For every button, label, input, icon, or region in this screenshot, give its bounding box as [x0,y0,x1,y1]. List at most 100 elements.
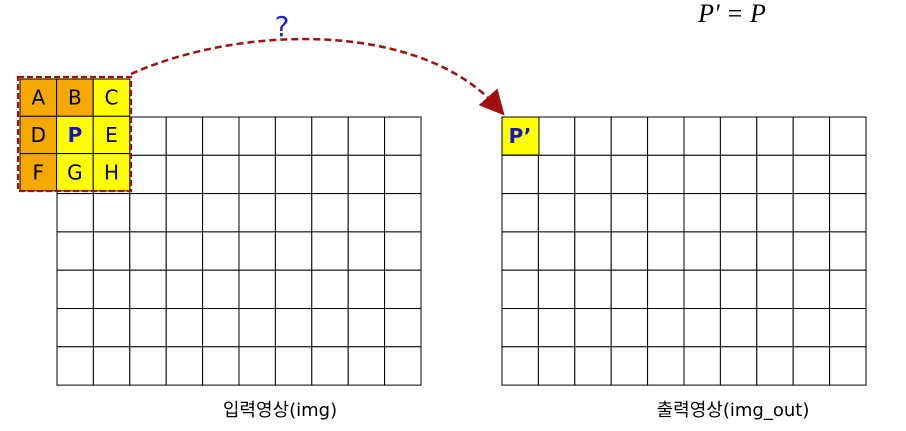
output-grid-cell [647,346,685,386]
kernel-cell [56,78,94,117]
kernel-label: A [31,86,45,110]
input-grid-cell [92,269,131,310]
input-grid-cell [129,116,167,156]
output-grid-cell [610,346,649,386]
kernel-center-label: P [68,123,83,147]
kernel-label: C [105,86,119,110]
output-grid-cell [683,308,721,348]
output-grid-cell [829,269,867,310]
output-grid-cell [537,231,576,271]
input-grid-cell [165,116,204,156]
output-grid-cell [537,308,576,348]
output-grid-cell [792,154,831,195]
output-pixel-cell [501,116,540,156]
output-grid-cell [537,154,576,195]
input-grid-cell [165,193,204,233]
output-grid-cell [829,154,867,195]
input-grid-cell [274,116,313,156]
output-grid-cell [829,346,867,386]
input-grid-cell [92,231,131,271]
output-grid-cell [792,346,831,386]
output-grid-cell [719,346,758,386]
input-grid-cell [311,193,349,233]
input-grid-cell [274,193,313,233]
kernel-label: B [68,86,82,110]
output-grid-cell [537,193,576,233]
output-grid-cell [501,346,539,386]
input-grid-cell [202,193,240,233]
input-grid-cell [129,193,167,233]
output-grid-cell [683,231,721,271]
output-grid-cell [719,269,758,310]
output-pixel-label: P’ [509,124,532,148]
kernel-cell [92,153,131,192]
input-grid-cell [274,269,313,310]
input-grid-cell [165,231,204,271]
output-grid-cell [683,154,721,195]
output-grid-cell [647,269,685,310]
output-grid-cell [792,269,831,310]
output-grid-cell [501,231,539,271]
output-grid-cell [829,193,867,233]
input-grid-cell [129,269,167,310]
mapping-arrow [130,37,505,116]
input-grid-cell [202,154,240,195]
kernel-label: D [31,123,46,147]
kernel-label: H [104,160,119,184]
output-grid-cell [683,269,721,310]
input-grid-cell [384,193,422,233]
output-grid-cell [647,154,685,195]
kernel-dashed-outline [16,75,133,193]
kernel-label: G [67,160,83,184]
output-grid-cell [792,308,831,348]
output-grid-cell [683,346,721,386]
kernel-cell [92,78,131,117]
input-grid-cell [129,308,167,348]
input-grid-cell [92,193,131,233]
input-grid-cell [238,231,276,271]
output-grid-cell [792,116,831,156]
input-grid-cell [347,308,386,348]
input-grid-cell [238,308,276,348]
question-mark: ? [275,10,290,43]
input-grid-cell [311,346,349,386]
input-caption: 입력영상(img) [223,400,337,421]
input-grid-cell [347,231,386,271]
kernel-cell [19,115,58,155]
kernel-cell [92,115,131,155]
input-grid-cell [238,154,276,195]
output-grid-cell [756,231,794,271]
input-grid-cell [129,231,167,271]
output-grid-cell [537,269,576,310]
output-grid-cell [574,308,612,348]
input-grid-cell [202,308,240,348]
input-grid-cell [56,231,94,271]
output-grid-cell [647,116,685,156]
input-grid-cell [347,193,386,233]
kernel-label: F [33,160,45,184]
input-grid-cell [56,308,94,348]
input-grid-cell [202,231,240,271]
kernel-cell [56,153,94,192]
output-grid-cell [574,231,612,271]
input-grid-cell [311,269,349,310]
input-grid-cell [384,269,422,310]
input-grid-cell [274,308,313,348]
output-grid-cell [683,193,721,233]
output-grid-cell [574,346,612,386]
input-grid-cell [202,346,240,386]
input-grid-cell [347,116,386,156]
input-grid-cell [92,346,131,386]
output-grid-cell [501,269,539,310]
output-grid-cell [610,193,649,233]
kernel-cell [19,153,58,192]
output-grid-cell [756,116,794,156]
input-grid-cell [165,346,204,386]
output-grid-cell [829,231,867,271]
output-grid-cell [719,193,758,233]
input-grid-cell [311,154,349,195]
output-grid-cell [610,154,649,195]
input-grid-cell [274,154,313,195]
